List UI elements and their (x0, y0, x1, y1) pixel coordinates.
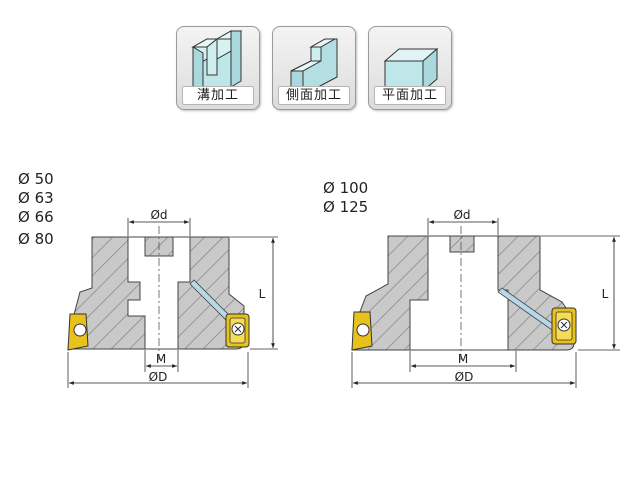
thread-dim-label: M (156, 352, 166, 366)
slot-milling-icon (191, 30, 243, 96)
left-cutter-drawing: Ød L M ØD (67, 208, 278, 388)
outer-dim-label: ØD (455, 370, 474, 384)
size-item: Ø 125 (323, 198, 369, 216)
left-size-list: Ø 50 Ø 63 Ø 66 Ø 80 (18, 170, 54, 249)
size-item: Ø 100 (323, 179, 369, 197)
slot-milling-card: 溝加工 (176, 26, 260, 110)
face-milling-card: 平面加工 (368, 26, 452, 110)
outer-dim-label: ØD (149, 370, 168, 384)
right-cutter-drawing: Ød L M ØD (351, 208, 620, 388)
right-size-list: Ø 100 Ø 125 (323, 179, 368, 217)
insert-icon (551, 307, 577, 345)
size-item: Ø 80 (18, 230, 54, 248)
card-label: 平面加工 (374, 86, 446, 105)
card-label: 側面加工 (278, 86, 350, 105)
card-label: 溝加工 (182, 86, 254, 105)
size-item: Ø 50 (18, 170, 54, 188)
length-dim-label: L (259, 287, 266, 301)
thread-dim-label: M (458, 352, 468, 366)
bore-dim-label: Ød (150, 208, 167, 222)
size-item: Ø 63 (18, 189, 54, 207)
face-milling-icon (383, 47, 439, 93)
bore-dim-label: Ød (453, 208, 470, 222)
length-dim-label: L (602, 287, 609, 301)
insert-icon (67, 313, 89, 351)
shoulder-milling-card: 側面加工 (272, 26, 356, 110)
size-item: Ø 66 (18, 208, 54, 226)
insert-icon (351, 311, 373, 351)
insert-icon (225, 313, 250, 348)
